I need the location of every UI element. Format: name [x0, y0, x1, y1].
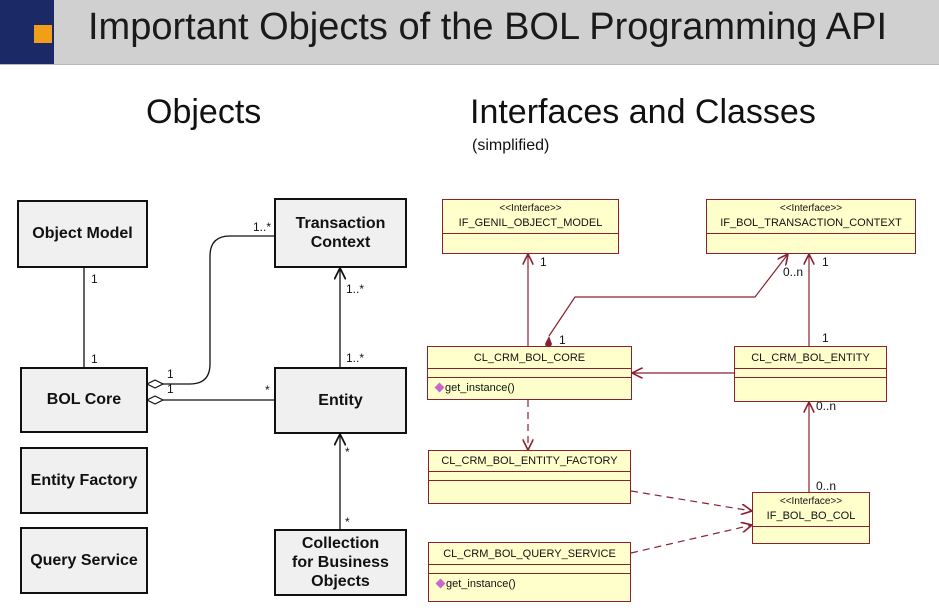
if-genil-object-model-class: <<Interface>> IF_GENIL_OBJECT_MODEL	[442, 199, 619, 254]
core-tc-line	[150, 235, 274, 385]
stereotype-label: <<Interface>>	[499, 203, 562, 214]
method-name: get_instance()	[445, 382, 515, 394]
mult-label: 1	[559, 333, 566, 347]
class-name: IF_BOL_TRANSACTION_CONTEXT	[707, 215, 915, 234]
cl-crm-bol-query-service-class: CL_CRM_BOL_QUERY_SERVICE get_instance()	[428, 542, 631, 602]
class-name: CL_CRM_BOL_QUERY_SERVICE	[429, 543, 630, 565]
class-name: CL_CRM_BOL_ENTITY_FACTORY	[429, 451, 630, 472]
title-bullet-icon	[34, 25, 52, 43]
class-name: CL_CRM_BOL_CORE	[428, 347, 631, 369]
entity-box: Entity	[274, 367, 407, 434]
query-col-dashed	[630, 525, 752, 554]
if-bol-bo-col-class: <<Interface>> IF_BOL_BO_COL	[752, 492, 870, 544]
mult-label: 1..*	[346, 351, 364, 365]
simplified-subheading: (simplified)	[472, 137, 550, 154]
method-row: get_instance()	[429, 574, 630, 590]
mult-label: 0..n	[816, 399, 836, 413]
mult-label: *	[265, 383, 270, 397]
method-compartment	[735, 378, 886, 386]
mult-label: 0..n	[783, 265, 803, 279]
mult-label: 1	[167, 382, 174, 396]
cl-crm-bol-core-class: CL_CRM_BOL_CORE get_instance()	[427, 346, 632, 400]
attribute-compartment	[429, 565, 630, 574]
mult-label: 0..n	[816, 479, 836, 493]
method-row: get_instance()	[428, 378, 631, 394]
class-name: CL_CRM_BOL_ENTITY	[735, 347, 886, 369]
mult-label: 1	[540, 255, 547, 269]
cl-crm-bol-entity-class: CL_CRM_BOL_ENTITY	[734, 346, 887, 402]
mult-label: 1	[822, 255, 829, 269]
cl-crm-bol-entity-factory-class: CL_CRM_BOL_ENTITY_FACTORY	[428, 450, 631, 504]
interfaces-heading: Interfaces and Classes	[470, 93, 816, 131]
transaction-context-box: Transaction Context	[274, 198, 407, 268]
query-service-box: Query Service	[20, 527, 148, 594]
class-name: IF_GENIL_OBJECT_MODEL	[443, 215, 618, 234]
factory-col-dashed	[630, 490, 752, 511]
mult-label: 1	[91, 352, 98, 366]
core-tc-aggregation-icon	[145, 379, 165, 389]
method-icon	[434, 382, 445, 393]
attribute-compartment	[735, 369, 886, 378]
objects-heading: Objects	[146, 93, 262, 131]
if-bol-transaction-context-class: <<Interface>> IF_BOL_TRANSACTION_CONTEXT	[706, 199, 916, 254]
method-icon	[435, 578, 446, 589]
mult-label: 1	[167, 367, 174, 381]
object-model-box: Object Model	[17, 200, 148, 268]
bol-core-box: BOL Core	[20, 367, 148, 433]
mult-label: 1	[822, 331, 829, 345]
entity-factory-box: Entity Factory	[20, 447, 148, 514]
collection-box: Collection for Business Objects	[274, 529, 407, 596]
attribute-compartment	[429, 472, 630, 481]
class-name: IF_BOL_BO_COL	[753, 508, 869, 527]
core-entity-aggregation-icon	[145, 395, 165, 405]
mult-label: *	[345, 445, 350, 459]
mult-label: 1..*	[346, 282, 364, 296]
title-bar: Important Objects of the BOL Programming…	[0, 0, 939, 65]
mult-label: *	[345, 515, 350, 529]
method-name: get_instance()	[446, 578, 516, 590]
stereotype-label: <<Interface>>	[779, 203, 843, 214]
stereotype-label: <<Interface>>	[779, 496, 843, 507]
slide-title: Important Objects of the BOL Programming…	[88, 6, 888, 48]
mult-label: 1..*	[253, 220, 271, 234]
attribute-compartment	[428, 369, 631, 378]
mult-label: 1	[91, 272, 98, 286]
core-tc-line-uml	[548, 254, 788, 337]
